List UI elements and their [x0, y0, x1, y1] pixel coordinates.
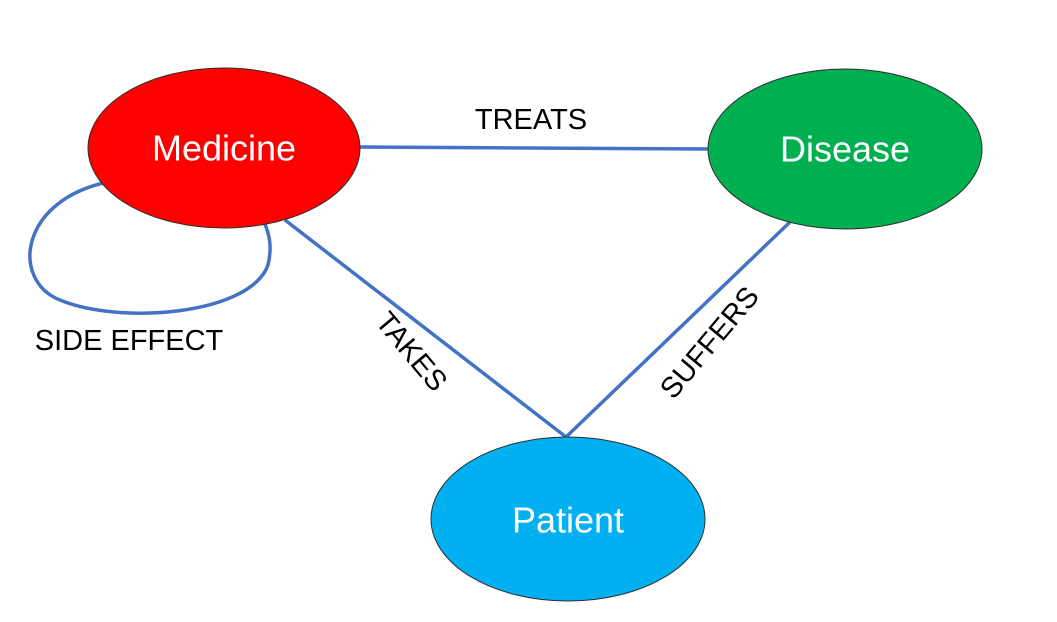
treats-edge	[357, 145, 713, 151]
disease-node-shape	[707, 68, 983, 230]
suffers-edge	[564, 220, 792, 439]
patient-node[interactable]: Patient	[430, 436, 706, 602]
treats-label: TREATS	[475, 104, 587, 136]
medicine-node[interactable]: Medicine	[87, 67, 361, 229]
medicine-node-shape	[87, 67, 361, 229]
side-effect-loop-edge	[28, 180, 272, 315]
medicine-node-label: Medicine	[152, 128, 296, 169]
patient-node-label: Patient	[512, 500, 624, 541]
disease-node-label: Disease	[780, 129, 910, 170]
takes-label: TAKES	[369, 306, 453, 398]
takes-edge	[283, 218, 568, 439]
disease-node[interactable]: Disease	[707, 68, 983, 230]
side-effect-label: SIDE EFFECT	[35, 325, 224, 357]
patient-node-shape	[430, 436, 706, 602]
